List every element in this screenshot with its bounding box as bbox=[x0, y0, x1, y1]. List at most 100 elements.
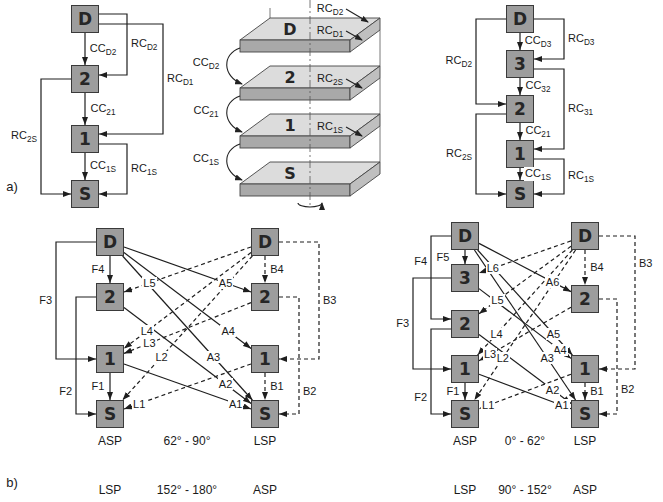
edge-label: A2 bbox=[545, 384, 560, 396]
graph-node: 2 bbox=[571, 285, 599, 313]
graph-node: 1 bbox=[96, 345, 124, 373]
connector bbox=[84, 33, 85, 65]
graph-node: S bbox=[571, 400, 599, 428]
label-text: CC21 bbox=[193, 104, 218, 119]
node-label: S bbox=[104, 406, 116, 423]
node-label: 1 bbox=[579, 361, 591, 378]
connector bbox=[479, 307, 571, 361]
label-text: RC2S bbox=[317, 72, 343, 87]
graph-node: 2 bbox=[451, 310, 479, 338]
edge-label: RCD2 bbox=[130, 37, 158, 52]
edge-label: RCD1 bbox=[166, 72, 194, 87]
connector bbox=[124, 247, 251, 292]
connector bbox=[41, 79, 71, 194]
edge-label: L1 bbox=[132, 398, 146, 410]
connector bbox=[264, 256, 265, 283]
node-label: 1 bbox=[79, 131, 91, 148]
node-label: D bbox=[103, 234, 117, 251]
graph-node: S bbox=[451, 400, 479, 428]
edge-label: A3 bbox=[540, 352, 555, 364]
edge-label: L6 bbox=[486, 262, 500, 274]
edge-label: L4 bbox=[489, 328, 503, 340]
edge-label: RC1S bbox=[567, 169, 595, 184]
connector bbox=[76, 297, 96, 414]
label-text: ASP bbox=[98, 435, 122, 448]
edge-label: A2 bbox=[218, 378, 233, 390]
connector bbox=[464, 383, 465, 400]
connector bbox=[124, 308, 251, 404]
graph-node: 2 bbox=[71, 65, 99, 93]
connector bbox=[109, 256, 110, 283]
edge-label: F1 bbox=[91, 380, 106, 392]
edge-label: B4 bbox=[589, 261, 604, 273]
edge-label: F4 bbox=[91, 263, 106, 275]
node-label: 1 bbox=[259, 351, 271, 368]
graph-node: 3 bbox=[451, 264, 479, 292]
edge-label: CCD2 bbox=[89, 42, 117, 57]
connector bbox=[124, 303, 251, 354]
graph-node: S bbox=[71, 180, 99, 208]
label-text: S bbox=[284, 165, 296, 183]
edge-label: CC32 bbox=[524, 79, 551, 94]
connector bbox=[109, 373, 110, 400]
node-label: 2 bbox=[259, 289, 271, 306]
node-label: D bbox=[258, 234, 272, 251]
connector bbox=[464, 250, 465, 264]
edge-label: A4 bbox=[220, 325, 235, 337]
connector bbox=[474, 250, 575, 400]
connector bbox=[124, 247, 251, 292]
edge-label: A3 bbox=[206, 351, 221, 363]
connector bbox=[431, 329, 451, 414]
connector bbox=[279, 297, 299, 414]
edge-label: RC2S bbox=[10, 129, 38, 144]
edge-label: A6 bbox=[545, 276, 560, 288]
graph-node: S bbox=[506, 180, 534, 208]
label-text: ASP bbox=[573, 484, 597, 497]
connector bbox=[478, 250, 573, 355]
node-label: 1 bbox=[514, 146, 526, 163]
node-label: 1 bbox=[459, 361, 471, 378]
graph-node: 1 bbox=[71, 125, 99, 153]
edge-label: L4 bbox=[140, 325, 154, 337]
edge-label: F3 bbox=[38, 294, 53, 306]
edge-label: RCD2 bbox=[445, 54, 473, 69]
graph-node: 2 bbox=[96, 283, 124, 311]
connector bbox=[474, 250, 575, 400]
graph-node: 1 bbox=[451, 355, 479, 383]
graph-node: 1 bbox=[506, 140, 534, 168]
label-text: 152° - 180° bbox=[157, 484, 217, 497]
edge-label: L2 bbox=[496, 352, 510, 364]
edge-label: RC2S bbox=[445, 147, 473, 162]
edge-label: A1 bbox=[554, 399, 569, 411]
node-label: S bbox=[514, 186, 526, 203]
graph-node: 2 bbox=[506, 95, 534, 123]
label-text: LSP bbox=[454, 484, 477, 497]
connector bbox=[124, 253, 251, 349]
edge-label: B3 bbox=[322, 294, 337, 306]
node-label: D bbox=[458, 228, 472, 245]
edge-label: L5 bbox=[490, 294, 504, 306]
graph-node: 1 bbox=[571, 355, 599, 383]
edge-label: B1 bbox=[269, 380, 284, 392]
edge-label: RC1S bbox=[130, 162, 158, 177]
connector bbox=[123, 256, 253, 400]
label-text: 1 bbox=[284, 117, 295, 135]
graph-node: 3 bbox=[506, 50, 534, 78]
graph-node: D bbox=[71, 5, 99, 33]
connector bbox=[124, 364, 251, 409]
connector bbox=[519, 168, 520, 180]
connector bbox=[476, 19, 506, 104]
connector bbox=[84, 153, 85, 180]
connector bbox=[584, 250, 585, 285]
label-text: 62° - 90° bbox=[164, 435, 211, 448]
edge-label: L5 bbox=[142, 277, 156, 289]
connector bbox=[99, 24, 163, 134]
graph-node: D bbox=[571, 222, 599, 250]
edge-label: CC21 bbox=[89, 102, 116, 117]
label-text: CCD2 bbox=[193, 56, 219, 71]
edge-label: F2 bbox=[58, 385, 73, 397]
label-text: 0° - 62° bbox=[505, 435, 545, 448]
label-text: 2 bbox=[284, 69, 295, 87]
label-text: RCD2 bbox=[317, 2, 343, 17]
flow-arrows bbox=[227, 9, 368, 207]
